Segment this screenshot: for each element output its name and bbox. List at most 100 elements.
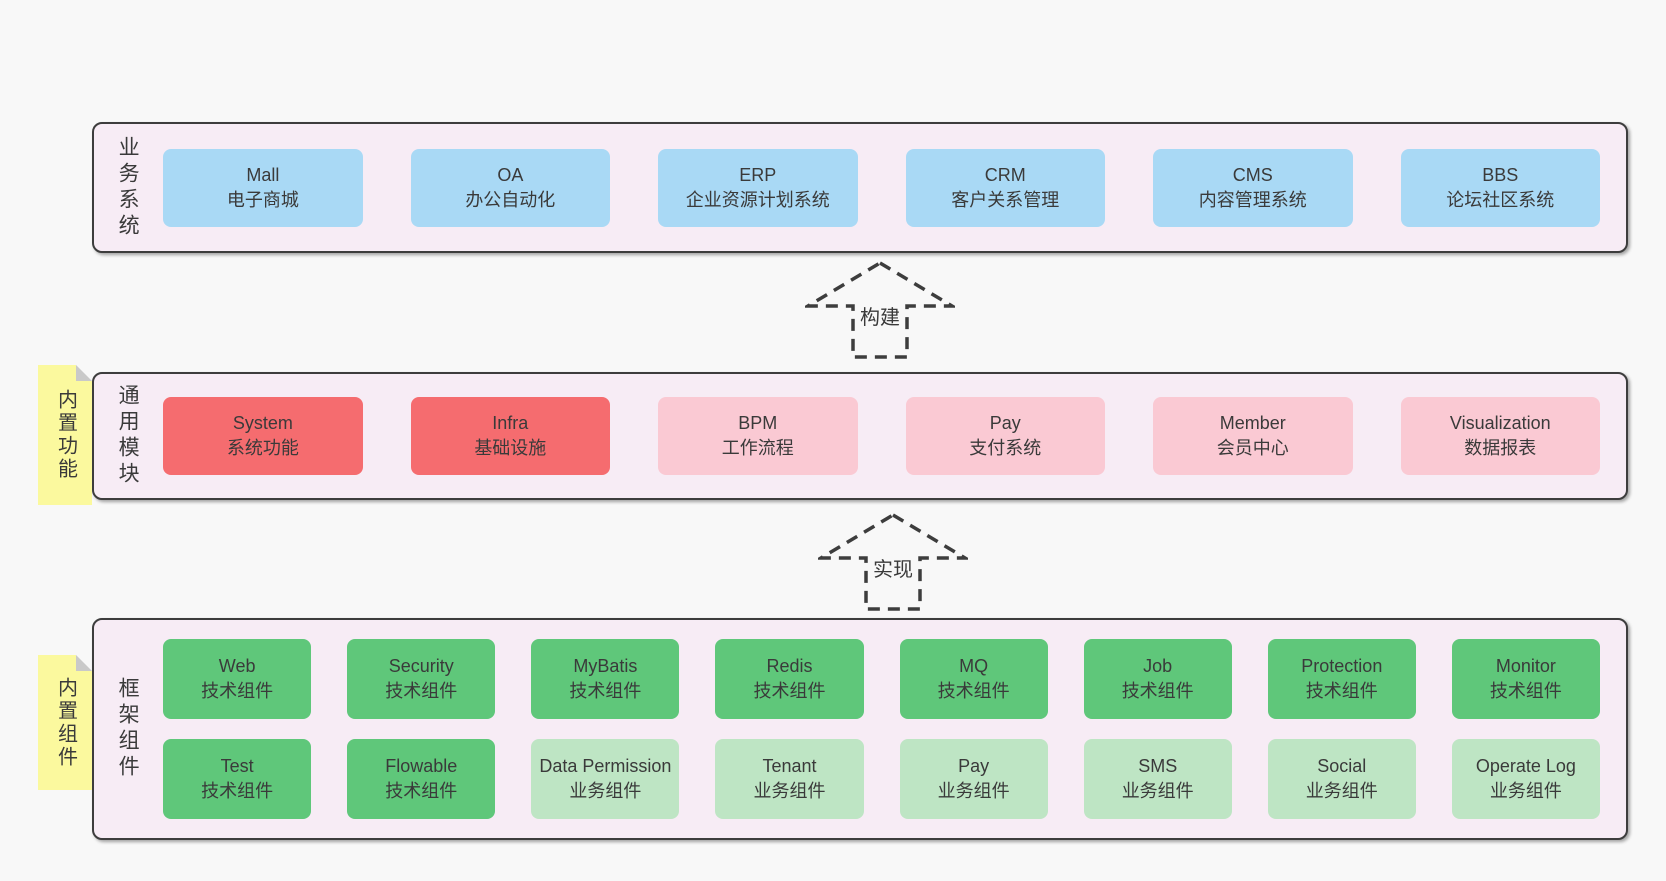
box-title: Web [218, 656, 256, 677]
note-fold-corner-icon [76, 365, 92, 381]
diagram-box-data-permission: Data Permission 业务组件 [531, 739, 680, 819]
diagram-box-pay: Pay 业务组件 [899, 739, 1048, 819]
box-subtitle: 技术组件 [385, 781, 458, 801]
box-title: Member [1219, 413, 1286, 434]
diagram-box-mall: Mall 电子商城 [163, 148, 363, 227]
diagram-box-sms: SMS 业务组件 [1083, 739, 1232, 819]
box-title: Job [1143, 656, 1173, 677]
arrow-implement: 实现 [818, 512, 968, 612]
box-title: Tenant [762, 756, 817, 777]
diagram-box-redis: Redis 技术组件 [715, 639, 864, 719]
diagram-box-web: Web 技术组件 [163, 639, 312, 719]
box-subtitle: 技术组件 [385, 681, 458, 701]
dashed-up-arrow-icon [805, 260, 955, 359]
box-title: Flowable [385, 756, 458, 777]
box-subtitle: 企业资源计划系统 [685, 189, 830, 210]
box-subtitle: 技术组件 [753, 681, 826, 701]
arrow-build: 构建 [805, 260, 955, 360]
diagram-box-visualization: Visualization 数据报表 [1400, 397, 1600, 475]
box-title: Mall [246, 164, 280, 185]
diagram-box-tenant: Tenant 业务组件 [715, 739, 864, 819]
box-title: Test [220, 756, 254, 777]
box-subtitle: 支付系统 [969, 438, 1042, 458]
diagram-box-infra: Infra 基础设施 [410, 397, 611, 475]
box-subtitle: 论坛社区系统 [1446, 189, 1555, 210]
box-title: Infra [492, 413, 529, 434]
box-title: Security [388, 656, 454, 677]
box-title: OA [497, 164, 524, 185]
diagram-box-social: Social 业务组件 [1267, 739, 1416, 819]
diagram-box-pay: Pay 支付系统 [905, 397, 1106, 475]
box-title: Operate Log [1475, 756, 1576, 777]
box-title: Data Permission [539, 756, 672, 777]
box-subtitle: 基础设施 [474, 438, 547, 458]
box-title: MQ [959, 656, 989, 677]
diagram-box-erp: ERP 企业资源计划系统 [658, 148, 858, 227]
box-title: Pay [958, 756, 990, 777]
box-subtitle: 业务组件 [1121, 781, 1194, 801]
box-subtitle: 办公自动化 [465, 189, 556, 210]
diagram-box-security: Security 技术组件 [347, 639, 496, 719]
box-subtitle: 数据报表 [1464, 438, 1537, 458]
box-title: Social [1317, 756, 1367, 777]
diagram-box-oa: OA 办公自动化 [410, 148, 611, 227]
box-subtitle: 业务组件 [1489, 781, 1562, 801]
diagram-box-system: System 系统功能 [163, 397, 363, 475]
diagram-box-mybatis: MyBatis 技术组件 [531, 639, 680, 719]
diagram-box-flowable: Flowable 技术组件 [347, 739, 496, 819]
box-title: ERP [739, 164, 777, 185]
box-subtitle: 电子商城 [226, 189, 299, 210]
box-subtitle: 业务组件 [569, 781, 642, 801]
box-subtitle: 内容管理系统 [1198, 189, 1307, 210]
box-subtitle: 技术组件 [201, 781, 274, 801]
diagram-box-member: Member 会员中心 [1153, 397, 1353, 475]
box-subtitle: 业务组件 [937, 781, 1010, 801]
box-subtitle: 会员中心 [1216, 438, 1289, 458]
arrow-build-label: 构建 [856, 300, 904, 331]
box-title: CMS [1232, 164, 1273, 185]
sticky-note-built-in-components: 内置组件 [38, 655, 92, 790]
diagram-box-mq: MQ 技术组件 [899, 639, 1048, 719]
box-subtitle: 工作流程 [721, 438, 794, 458]
section-label-common-modules: 通用模块 [116, 384, 140, 488]
arrow-implement-label: 实现 [869, 552, 917, 583]
box-subtitle: 技术组件 [937, 681, 1010, 701]
note-fold-corner-icon [76, 655, 92, 671]
diagram-box-operate-log: Operate Log 业务组件 [1451, 739, 1600, 819]
sticky-note-built-in-functions: 内置功能 [38, 365, 92, 505]
box-title: Redis [766, 656, 813, 677]
sticky-note-label: 内置功能 [54, 389, 77, 481]
box-title: MyBatis [573, 656, 638, 677]
box-subtitle: 业务组件 [1305, 781, 1378, 801]
box-subtitle: 客户关系管理 [951, 189, 1060, 210]
dashed-up-arrow-icon [818, 512, 968, 611]
box-title: Pay [989, 413, 1021, 434]
box-subtitle: 系统功能 [226, 438, 299, 458]
box-subtitle: 技术组件 [1305, 681, 1378, 701]
box-subtitle: 业务组件 [753, 781, 826, 801]
diagram-box-cms: CMS 内容管理系统 [1153, 148, 1353, 227]
box-subtitle: 技术组件 [569, 681, 642, 701]
box-title: SMS [1138, 756, 1178, 777]
section-label-framework-components: 框架组件 [116, 677, 140, 781]
diagram-box-test: Test 技术组件 [163, 739, 312, 819]
box-subtitle: 技术组件 [201, 681, 274, 701]
box-title: Monitor [1495, 656, 1556, 677]
box-title: Visualization [1449, 413, 1551, 434]
box-title: CRM [984, 164, 1026, 185]
box-title: System [232, 413, 293, 434]
diagram-box-crm: CRM 客户关系管理 [905, 148, 1106, 227]
sticky-note-label: 内置组件 [54, 676, 77, 769]
